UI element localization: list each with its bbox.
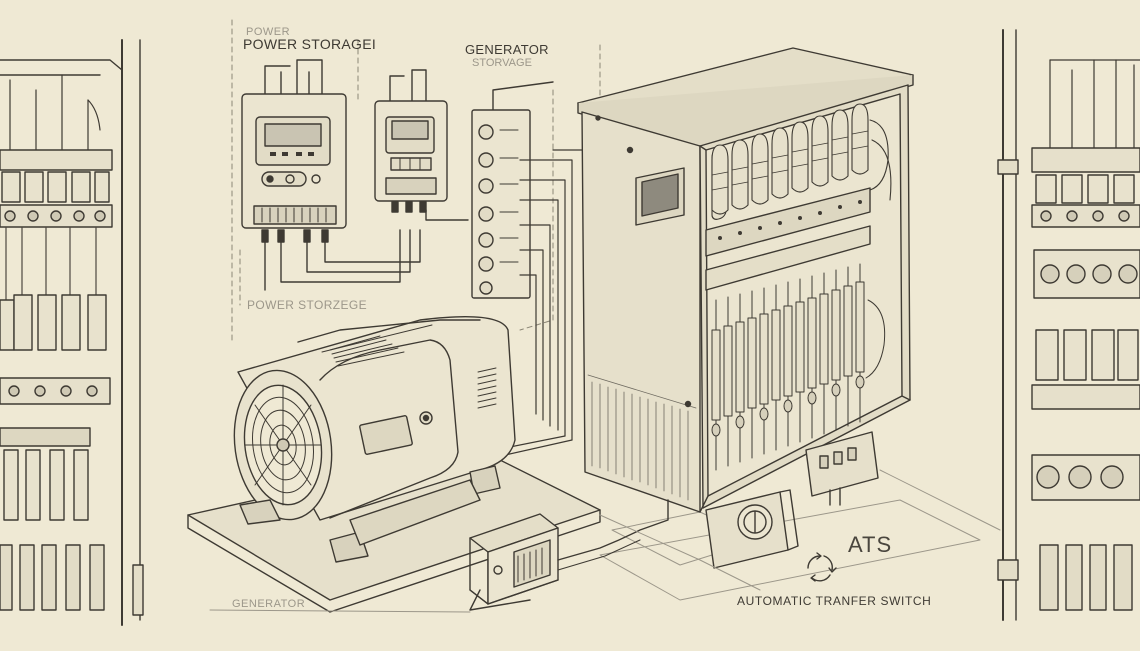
generator-unit bbox=[187, 316, 601, 613]
power-storage-bottom-label: POWER STORZEGE bbox=[247, 298, 368, 312]
generator-storage-title-label: GENERATOR bbox=[465, 42, 549, 57]
power-storage-unit-small bbox=[374, 69, 469, 221]
ats-label: ATS bbox=[848, 532, 893, 557]
left-breaker-panel bbox=[0, 39, 144, 626]
ats-cycle-icon bbox=[807, 552, 837, 582]
generator-storage-strip bbox=[471, 81, 591, 456]
power-storage-faint-label: POWER bbox=[246, 26, 291, 38]
ats-controller-small bbox=[469, 499, 669, 611]
ats-upper-breakers bbox=[711, 103, 892, 215]
ats-lower-breakers bbox=[711, 263, 886, 471]
floor-lines bbox=[209, 469, 1001, 613]
ats-switch-box bbox=[705, 431, 879, 569]
guide-lines bbox=[231, 19, 601, 341]
ats-cabinet bbox=[577, 47, 981, 601]
right-breaker-panel bbox=[997, 29, 1140, 621]
generator-label: GENERATOR bbox=[232, 598, 306, 610]
power-storage-top-label: POWER STORAGEI bbox=[243, 36, 377, 52]
power-storage-unit-large bbox=[241, 59, 421, 291]
generator-storage-sub-label: STORVAGE bbox=[472, 57, 532, 69]
ats-full-label: AUTOMATIC TRANFER SWITCH bbox=[737, 594, 932, 608]
